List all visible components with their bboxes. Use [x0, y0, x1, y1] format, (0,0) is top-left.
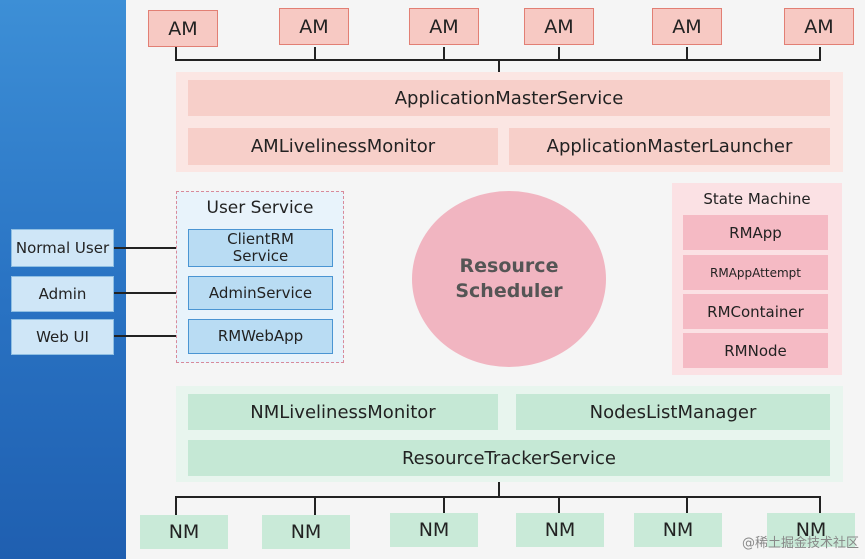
am-node: AM: [524, 8, 594, 45]
state-rmnode: RMNode: [683, 333, 828, 368]
nm-node: NM: [767, 513, 855, 547]
nm-drop-lines: [314, 497, 688, 515]
state-rmcontainer: RMContainer: [683, 294, 828, 329]
nm-node: NM: [634, 513, 722, 547]
nodes-list-manager: NodesListManager: [516, 394, 830, 430]
watermark: @稀土掘金技术社区: [741, 536, 859, 551]
state-machine-title: State Machine: [703, 190, 811, 208]
user-service-title: User Service: [206, 198, 314, 218]
am-node: AM: [652, 8, 722, 45]
application-master-service: ApplicationMasterService: [188, 80, 830, 116]
resource-scheduler-label: Resource Scheduler: [455, 255, 563, 302]
admin-service: AdminService: [188, 276, 333, 310]
am-node: AM: [784, 8, 854, 45]
nm-node: NM: [390, 513, 478, 547]
nm-node: NM: [140, 515, 228, 549]
nm-liveliness-monitor: NMLivelinessMonitor: [188, 394, 498, 430]
resource-tracker-service: ResourceTrackerService: [188, 440, 830, 476]
client-rm-service: ClientRM Service: [188, 229, 333, 267]
am-node: AM: [279, 8, 349, 45]
client-web-ui: Web UI: [11, 319, 114, 355]
state-rmappattempt: RMAppAttempt: [683, 255, 828, 290]
am-node: AM: [409, 8, 479, 45]
application-master-launcher: ApplicationMasterLauncher: [509, 128, 830, 165]
am-drop-lines: [314, 47, 688, 60]
nm-bracket-line: [175, 496, 821, 515]
rm-web-app: RMWebApp: [188, 319, 333, 354]
resource-scheduler-circle: Resource Scheduler: [412, 191, 606, 367]
am-liveliness-monitor: AMLivelinessMonitor: [188, 128, 498, 165]
client-normal-user: Normal User: [11, 229, 114, 267]
am-bracket-line: [175, 47, 821, 61]
state-rmapp: RMApp: [683, 215, 828, 250]
client-admin: Admin: [11, 276, 114, 312]
nm-node: NM: [516, 513, 604, 547]
am-node: AM: [148, 10, 218, 47]
nm-node: NM: [262, 515, 350, 549]
